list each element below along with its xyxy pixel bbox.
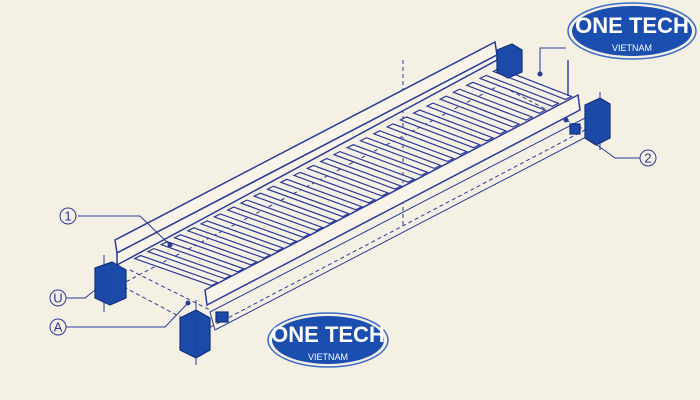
callout-a: A (49, 300, 191, 336)
callout-1: 1 (59, 207, 173, 248)
logo-bottom: ONE TECH VIETNAM (267, 312, 389, 368)
post-front-center (179, 300, 211, 365)
callout-top (537, 47, 569, 123)
support-posts (94, 43, 611, 365)
roller (425, 102, 508, 135)
roller (319, 157, 403, 190)
roller (159, 241, 246, 273)
roller (252, 192, 338, 225)
roller (465, 81, 547, 114)
roller (265, 185, 351, 218)
motor-box-left (215, 311, 229, 323)
front-side-rail (204, 60, 581, 307)
roller (478, 74, 560, 107)
roller (385, 123, 469, 156)
label-a: A (54, 320, 63, 335)
post-front-left (94, 255, 127, 312)
label-1: 1 (64, 209, 71, 224)
roller (345, 144, 429, 176)
callout-2: 2 (589, 139, 657, 167)
post-front-right (584, 92, 611, 150)
roller (226, 206, 311, 238)
roller (186, 227, 272, 259)
logo-top-right: ONE TECH VIETNAM (567, 2, 697, 60)
roller (172, 234, 259, 266)
label-u: U (53, 291, 62, 306)
roller (412, 109, 495, 142)
roller (438, 95, 521, 128)
roller (372, 130, 455, 163)
logo-subtitle: VIETNAM (308, 352, 348, 362)
motor-box-right (569, 123, 581, 135)
callout-u: U (49, 289, 96, 307)
label-2: 2 (644, 151, 651, 166)
roller (358, 137, 442, 170)
rollers (133, 67, 573, 287)
logo-subtitle: VIETNAM (612, 43, 652, 53)
roller (146, 247, 233, 280)
roller (199, 220, 285, 252)
roller (305, 164, 390, 197)
logo-title: ONE TECH (575, 13, 689, 38)
roller (279, 178, 364, 211)
roller (452, 88, 534, 121)
back-side-rail (114, 40, 498, 267)
roller (292, 171, 377, 204)
roller (133, 254, 220, 287)
post-back-right (496, 43, 523, 79)
roller (398, 116, 482, 149)
roller (332, 150, 416, 183)
roller (239, 199, 324, 232)
logo-title: ONE TECH (271, 322, 385, 347)
roller (212, 213, 298, 245)
